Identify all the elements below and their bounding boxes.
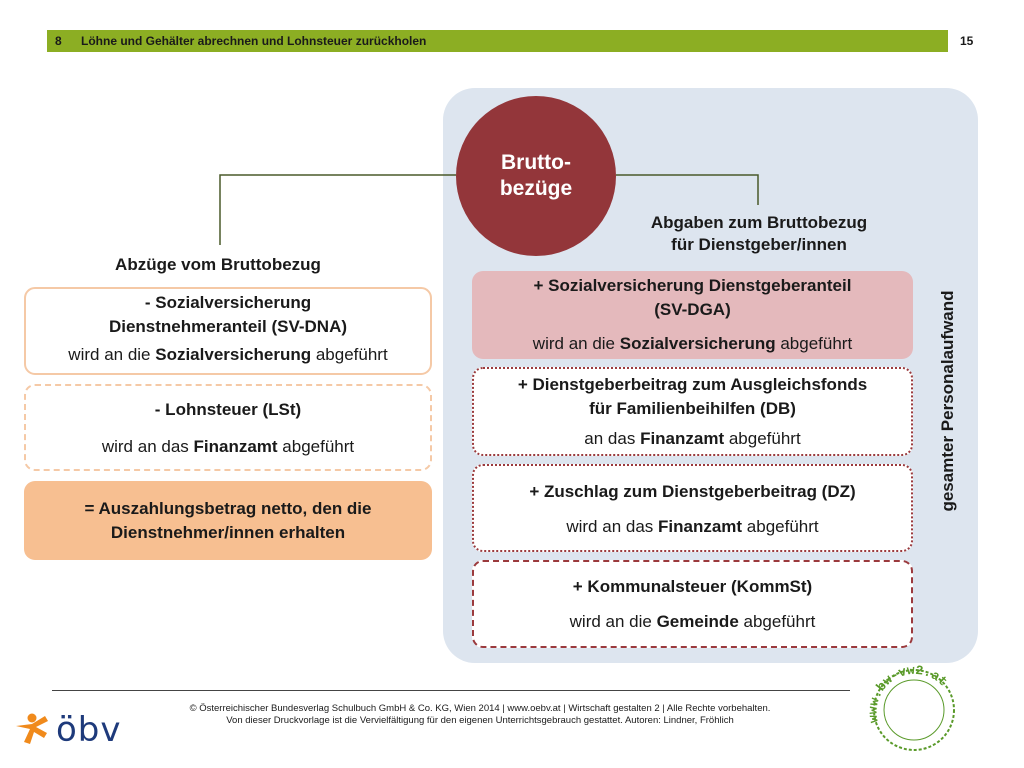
- connector-right: [616, 174, 759, 205]
- lohnsteuer-title: - Lohnsteuer (LSt): [154, 400, 302, 419]
- kommst-title: + Kommunalsteuer (KommSt): [572, 577, 813, 596]
- lohnsteuer-box: - Lohnsteuer (LSt) wird an das Finanzamt…: [24, 384, 432, 471]
- sv-dna-box: - Sozialversicherung Dienstnehmeranteil …: [24, 287, 432, 375]
- dz-box: + Zuschlag zum Dienstgeberbeitrag (DZ) w…: [472, 464, 913, 552]
- connector-left: [219, 174, 456, 245]
- footer-divider: [52, 690, 850, 691]
- copyright-notice: © Österreichischer Bundesverlag Schulbuc…: [100, 703, 860, 727]
- sv-dna-title: - Sozialversicherung Dienstnehmeranteil …: [108, 293, 348, 336]
- bw-vw2-stamp-icon: www.bw-vw2.at: [866, 663, 955, 751]
- db-box: + Dienstgeberbeitrag zum Ausgleichsfonds…: [472, 367, 913, 456]
- sv-dna-recipient: wird an die Sozialversicherung abgeführt: [68, 345, 388, 364]
- copyright-line-2: Von dieser Druckvorlage ist die Vervielf…: [226, 715, 734, 726]
- svg-text:www.bw-vw2.at: www.bw-vw2.at: [866, 663, 951, 724]
- db-recipient: an das Finanzamt abgeführt: [584, 429, 801, 448]
- kommst-recipient: wird an die Gemeinde abgeführt: [569, 612, 816, 631]
- sv-dga-recipient: wird an die Sozialversicherung abgeführt: [532, 334, 853, 353]
- net-payout-box: = Auszahlungsbetrag netto, den die Diens…: [24, 481, 432, 560]
- chapter-number: 8: [55, 34, 62, 48]
- dz-recipient: wird an das Finanzamt abgeführt: [566, 517, 819, 536]
- header-bar: 8 Löhne und Gehälter abrechnen und Lohns…: [47, 30, 948, 52]
- stamp-text: www.bw-vw2.at: [866, 663, 951, 724]
- sv-dga-title: + Sozialversicherung Dienstgeberanteil (…: [533, 276, 852, 319]
- employer-contributions-heading: Abgaben zum Bruttobezug für Dienstgeber/…: [650, 213, 868, 254]
- kommst-box: + Kommunalsteuer (KommSt) wird an die Ge…: [472, 560, 913, 648]
- brutto-circle: Brutto- bezüge: [456, 96, 616, 256]
- deductions-heading: Abzüge vom Bruttobezug: [115, 255, 321, 274]
- lohnsteuer-recipient: wird an das Finanzamt abgeführt: [101, 437, 355, 456]
- oebv-logo-text: öbv: [56, 710, 122, 750]
- copyright-line-1: © Österreichischer Bundesverlag Schulbuc…: [189, 703, 771, 714]
- page-number: 15: [960, 34, 974, 48]
- chapter-title: Löhne und Gehälter abrechnen und Lohnste…: [81, 34, 427, 48]
- db-title: + Dienstgeberbeitrag zum Ausgleichsfonds…: [517, 375, 868, 418]
- total-personnel-cost-label: gesamter Personalaufwand: [938, 290, 957, 512]
- net-payout-text: = Auszahlungsbetrag netto, den die Diens…: [84, 499, 372, 542]
- oebv-logo-mark-icon: [16, 713, 48, 744]
- sv-dga-box: + Sozialversicherung Dienstgeberanteil (…: [472, 271, 913, 359]
- dz-title: + Zuschlag zum Dienstgeberbeitrag (DZ): [529, 482, 856, 501]
